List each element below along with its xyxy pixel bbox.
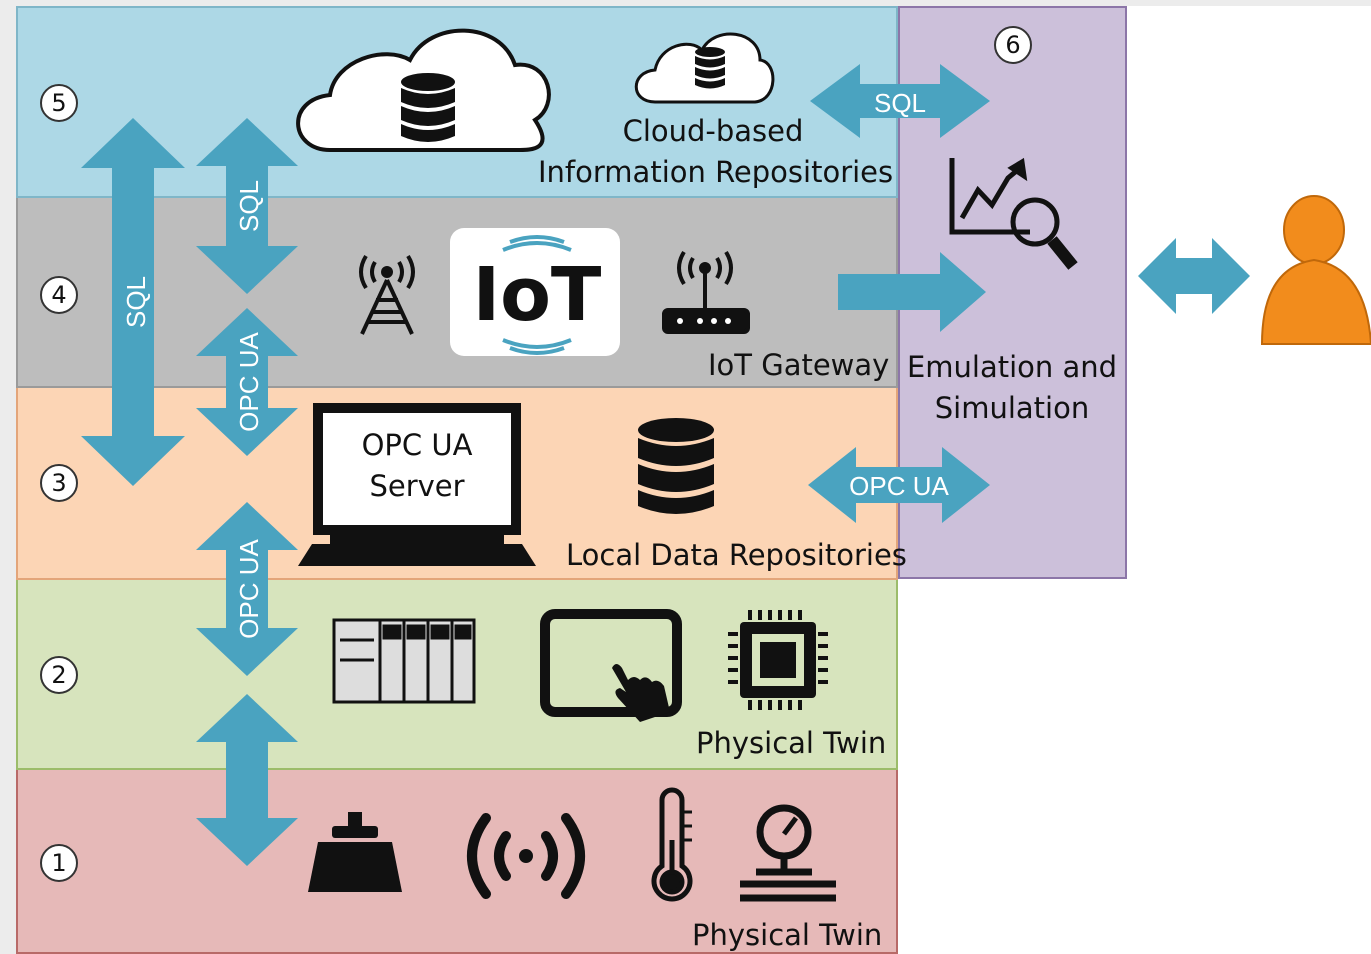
small-cloud-database-icon: [634, 32, 775, 104]
radio-tower-icon: [359, 254, 415, 335]
layer-2-number: 2: [40, 656, 78, 694]
layer-1-number: 1: [40, 844, 78, 882]
plc-rack-icon: [332, 618, 476, 704]
layer-4-number: 4: [40, 276, 78, 314]
emulation-label-line1: Emulation and: [906, 350, 1118, 384]
frame-top: [0, 0, 1371, 6]
user-icon: [1260, 195, 1371, 345]
sql-long-label: SQL: [121, 276, 151, 328]
microchip-icon: [728, 610, 828, 710]
opcua-4-3-label: OPC UA: [234, 332, 264, 432]
computer-monitor-icon: [298, 403, 536, 566]
server-label-line2: Server: [369, 469, 465, 503]
opcua-arrow-horizontal: [808, 447, 990, 523]
cloud-label-line2: Information Repositories: [538, 155, 894, 189]
opcua-arrow-3-2: [196, 502, 298, 676]
emulation-number: 6: [994, 26, 1032, 64]
user-arrow: [1138, 238, 1250, 314]
opcua-arrow-4-3: [196, 308, 298, 456]
sql-arrow-horizontal: [810, 64, 990, 138]
arrow-2-1: [196, 694, 298, 866]
sql-arrow-long: [81, 118, 185, 486]
sql-horizontal-label: SQL: [874, 88, 926, 118]
layer-5-number: 5: [40, 84, 78, 122]
frame-left: [0, 0, 16, 954]
layer-1-physical: [16, 770, 898, 954]
database-icon: [638, 418, 714, 514]
thermometer-icon: [651, 787, 693, 902]
local-data-label: Local Data Repositories: [566, 538, 907, 572]
gateway-arrow: [838, 252, 986, 332]
touch-screen-icon: [540, 609, 682, 722]
opcua-3-2-label: OPC UA: [234, 539, 264, 639]
sql-arrow-short: [196, 118, 298, 294]
emulation-label-line2: Simulation: [934, 391, 1090, 425]
server-label-line1: OPC UA: [361, 428, 473, 462]
router-icon: [662, 250, 750, 334]
stepper-motor-icon: [308, 812, 402, 892]
pressure-gauge-icon: [740, 804, 836, 902]
physical-twin-label-2: Physical Twin: [696, 726, 887, 760]
iot-logo: IoT: [473, 235, 602, 355]
iot-gateway-label: IoT Gateway: [708, 348, 890, 382]
cloud-label-line1: Cloud-based: [622, 114, 804, 148]
cloud-database-icon: [296, 28, 551, 152]
iot-logo-box: [450, 228, 620, 356]
sql-short-label: SQL: [234, 180, 264, 232]
layer-3-number: 3: [40, 464, 78, 502]
physical-twin-label-1: Physical Twin: [692, 918, 883, 952]
wireless-signal-icon: [467, 813, 585, 899]
opcua-horizontal-label: OPC UA: [849, 471, 949, 501]
svg-text:IoT: IoT: [473, 252, 602, 338]
analytics-search-icon: [949, 157, 1078, 270]
